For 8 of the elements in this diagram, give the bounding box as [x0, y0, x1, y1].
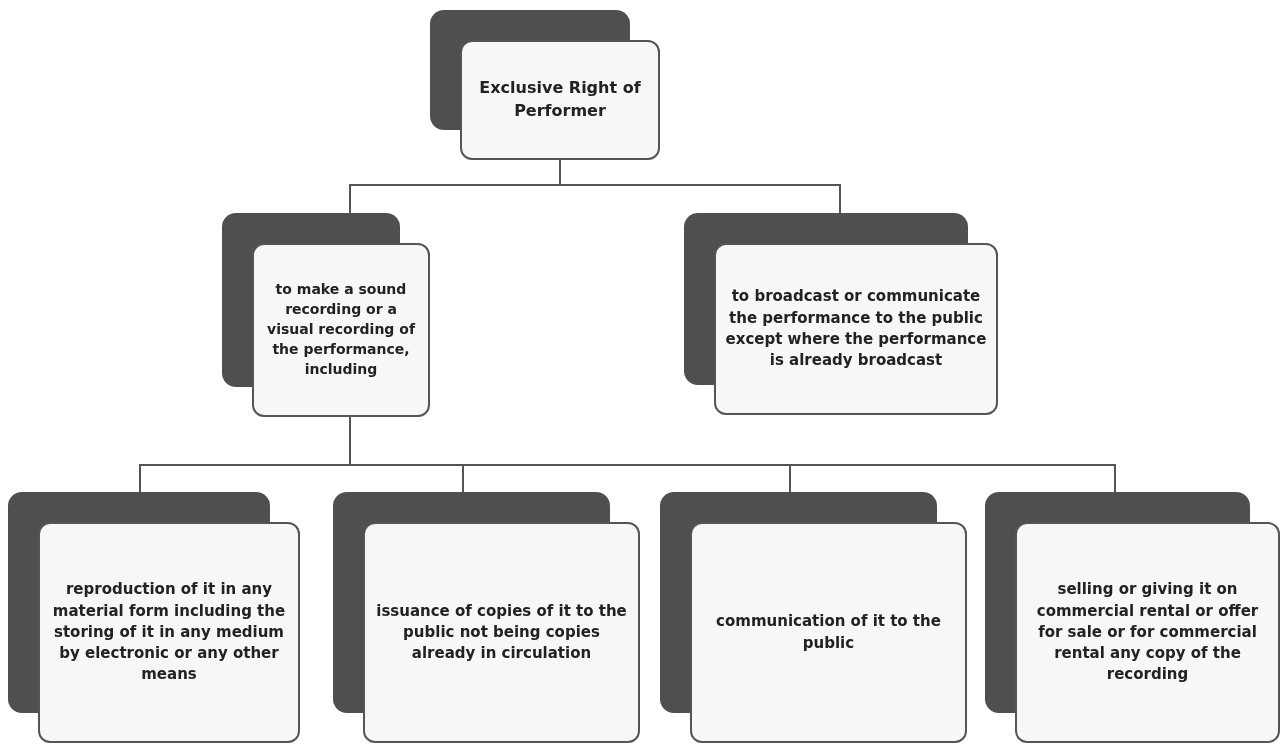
- box-text: issuance of copies of it to the public not being copies already in circulation: [375, 600, 628, 665]
- box-text: reproduction of it in any material form including the storing of it in any medium by electronic or any other means: [51, 579, 287, 686]
- box-text: Exclusive Right of Performer: [478, 77, 642, 122]
- box-text: selling or giving it on commercial rental or offer for sale or for commercial rental any copy of the recording: [1035, 579, 1260, 686]
- connector-line: [559, 159, 841, 214]
- box-text: communication of it to the public: [715, 611, 942, 654]
- box-text: to broadcast or communicate the performance to the public except where the performance is already broadcast: [724, 286, 988, 372]
- box-text: to make a sound recording or a visual recording of the performance, including: [266, 280, 417, 379]
